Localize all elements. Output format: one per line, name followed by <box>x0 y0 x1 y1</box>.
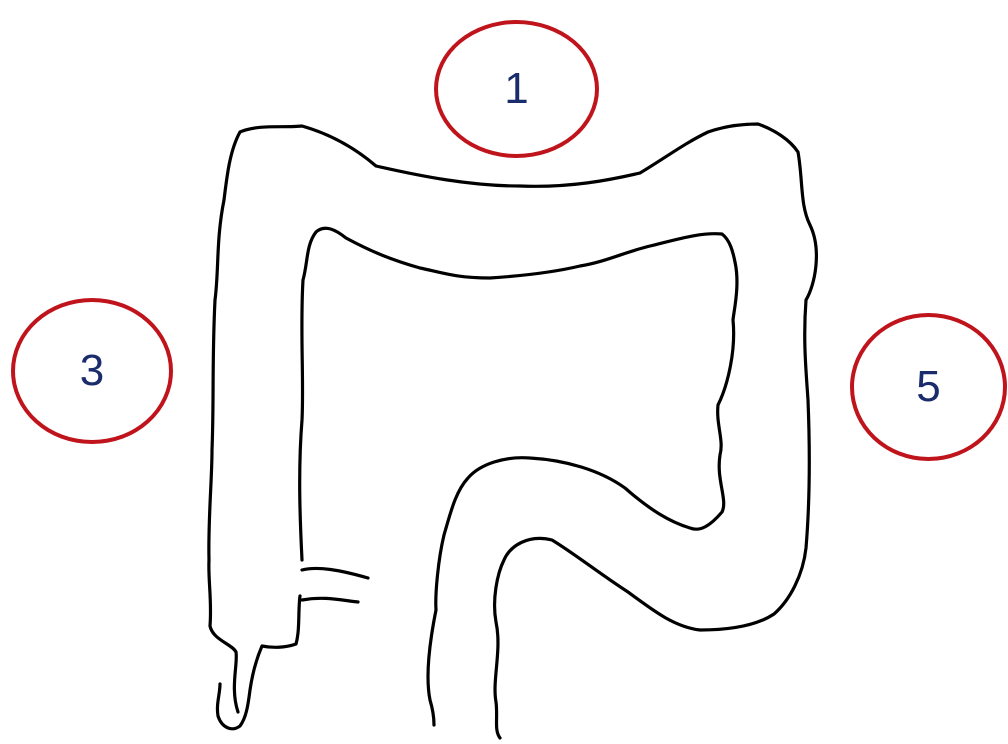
marker-1: 1 <box>434 20 599 158</box>
marker-5: 5 <box>850 313 1007 461</box>
left-stub-lower <box>302 598 358 602</box>
marker-3-label: 3 <box>80 349 104 393</box>
colon-inner-contour <box>300 228 737 725</box>
left-stub-upper <box>302 568 368 578</box>
marker-3: 3 <box>11 298 173 444</box>
left-stub-base <box>217 596 300 729</box>
marker-5-label: 5 <box>916 365 940 409</box>
marker-1-label: 1 <box>504 67 528 111</box>
